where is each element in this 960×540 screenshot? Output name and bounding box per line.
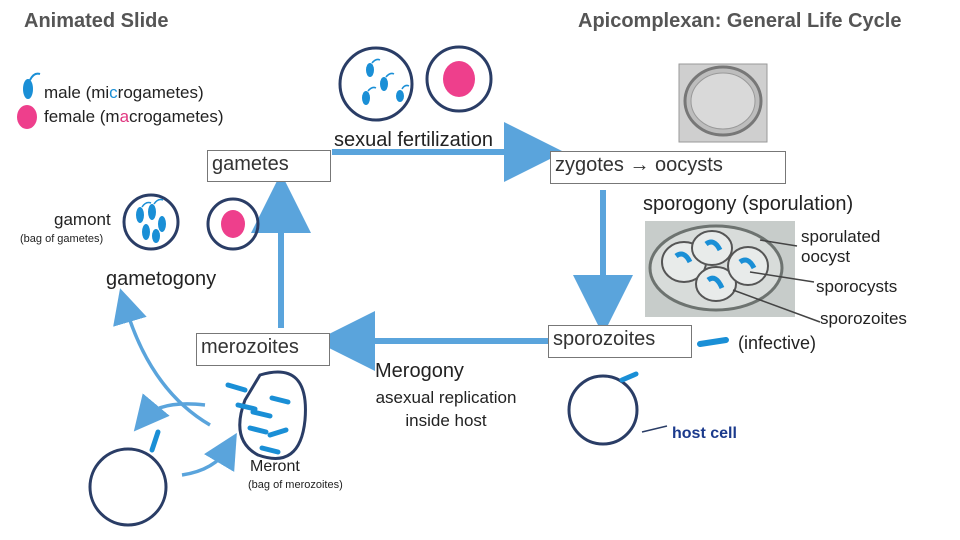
sporocysts-pointer xyxy=(749,271,815,283)
slide-tag: Animated Slide xyxy=(24,10,169,32)
macrogamete-cell-icon xyxy=(425,45,493,113)
oocyst-photo xyxy=(678,63,768,143)
sporogony-label: sporogony (sporulation) xyxy=(643,193,854,215)
asexual-line2: inside host xyxy=(405,411,487,430)
fertilization-label: sexual fertilization xyxy=(334,129,493,151)
merozoite-entering-icon xyxy=(149,429,161,453)
host-cell-pointer xyxy=(641,425,668,433)
infective-label: (infective) xyxy=(738,333,817,353)
merogony-label: Merogony xyxy=(375,360,464,382)
gamont-microgamete-icon xyxy=(122,193,180,251)
sporozoites-box: sporozoites xyxy=(548,325,692,358)
sporocysts-label: sporocysts xyxy=(816,277,898,296)
asexual-line1: asexual replication xyxy=(375,388,517,407)
zygotes-box: zygotes → oocysts xyxy=(550,151,786,184)
to-gametogony-arrow xyxy=(113,288,211,427)
legend-female: female (macrogametes) xyxy=(44,107,224,126)
microgamete-legend-icon xyxy=(23,72,41,99)
legend-male: male (microgametes) xyxy=(44,83,204,102)
host-to-meront-arrow xyxy=(181,432,237,477)
reinfection-arrow xyxy=(133,393,206,432)
macrogamete-legend-icon xyxy=(17,105,37,129)
sporulated-label: sporulated xyxy=(801,227,881,246)
gamont-label: gamont xyxy=(54,210,111,229)
gametogony-label: gametogony xyxy=(106,268,217,290)
page-title: Apicomplexan: General Life Cycle xyxy=(578,10,902,32)
gamont-macrogamete-icon xyxy=(206,197,260,251)
meront-icon xyxy=(225,370,307,460)
sporozoites-label: sporozoites xyxy=(820,309,907,328)
host-cell-icon xyxy=(567,371,639,446)
host-cell-label: host cell xyxy=(672,425,737,442)
sporulated-pointer xyxy=(759,239,798,247)
meront-sublabel: (bag of merozoites) xyxy=(248,479,343,491)
gametes-box: gametes xyxy=(207,150,331,182)
gamont-sublabel: (bag of gametes) xyxy=(20,233,104,245)
microgamete-cell-icon xyxy=(338,46,414,122)
sporozoite-icon xyxy=(697,337,729,347)
merozoites-box: merozoites xyxy=(196,333,330,366)
oocyst-label: oocyst xyxy=(801,247,851,266)
sporulated-oocyst-photo xyxy=(645,221,795,317)
infected-host-cell-icon xyxy=(88,447,168,527)
sporozoites-pointer xyxy=(732,289,821,323)
meront-label: Meront xyxy=(250,458,300,475)
